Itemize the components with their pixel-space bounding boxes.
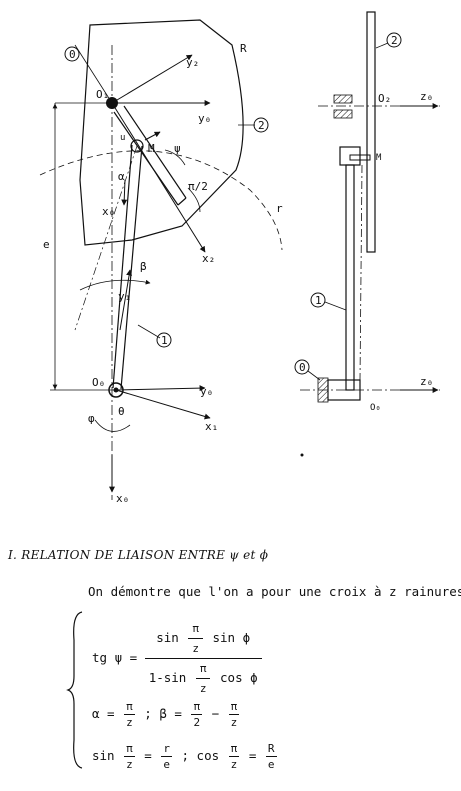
eq2-f1-d: z (126, 716, 133, 729)
label-alpha: α (118, 170, 125, 183)
pin-circle-arc (39, 150, 283, 251)
label-x2: x₂ (202, 252, 215, 265)
intro-sentence: On démontre que l'on a pour une croix à … (88, 584, 461, 599)
eq3-f2-d: e (163, 758, 170, 771)
label-body-0: 0 (69, 48, 76, 61)
label-beta: β (140, 260, 147, 273)
eq2-sep: ; (144, 706, 152, 721)
mechanism-figure: 0 1 2 R r e O₁ O₀ M y₂ y₀ x₂ x₀ y₁ y₀ x₁… (39, 11, 440, 505)
label-o1: O₁ (96, 88, 109, 101)
axis-y0-lower-arrow (115, 385, 206, 392)
eq2-f3-n: π (228, 700, 240, 715)
eq3-f1-n: π (124, 742, 135, 757)
eq3-eq2: = (248, 748, 257, 763)
eq2-f2-n: π (191, 700, 203, 715)
label-o0: O₀ (92, 376, 105, 389)
pivot-o1 (106, 97, 118, 109)
label-y0-lower: y₀ (200, 385, 213, 398)
eq1-den-pi: π (195, 662, 211, 679)
section-heading: I. RELATION DE LIAISON ENTRE ψ et ϕ (8, 548, 269, 562)
eq2-f3-d: z (230, 716, 238, 729)
eq2-f1-n: π (124, 700, 135, 715)
label-body-1: 1 (161, 334, 168, 347)
eq3-f4-n: R (265, 742, 277, 757)
eq3-f1-d: z (126, 758, 133, 771)
label-e: e (43, 238, 50, 251)
eq3-sin: sin (92, 748, 115, 763)
label-y2: y₂ (186, 56, 199, 69)
label-z0-lower: z₀ (420, 375, 433, 388)
eq1-num-sinphi: sin ϕ (212, 630, 251, 645)
eq3-f4-d: e (267, 758, 275, 771)
label-body-1-side: 1 (315, 294, 322, 307)
crank-edge-right (120, 145, 143, 390)
axis-x1-arrow (115, 389, 211, 420)
label-y0-upper: y₀ (198, 112, 211, 125)
label-body-2-side: 2 (391, 34, 398, 47)
eq3-f3-d: z (230, 758, 238, 771)
label-psi: ψ (174, 142, 181, 155)
eq1-den-sin: 1-sin (148, 670, 187, 685)
wheel-plate-side (366, 11, 376, 253)
label-m-side: M (376, 153, 382, 163)
upper-diagonal (74, 44, 113, 104)
eq1-den-z: z (199, 682, 207, 695)
system-brace (66, 611, 83, 769)
label-o0-side: O₀ (370, 403, 381, 413)
eq1-num-z: z (192, 642, 199, 655)
label-theta: θ (118, 405, 125, 418)
eq1-den-cosphi: cos ϕ (220, 670, 258, 685)
eq2-alpha: α = (92, 706, 115, 721)
eq3-f2-n: r (161, 742, 172, 757)
label-pi-over-2: π/2 (188, 180, 208, 193)
crank-edge-left (112, 144, 133, 389)
label-u: u (120, 133, 125, 143)
eq3-cos: cos (196, 748, 220, 763)
label-r: r (276, 202, 283, 215)
label-o2: O₂ (378, 92, 391, 105)
wheel-outline (79, 19, 244, 246)
label-body-0-side: 0 (299, 361, 306, 374)
pin-m (130, 139, 144, 153)
eq1-num-pi: π (188, 622, 203, 639)
eq1-num-sin: sin (156, 630, 179, 645)
label-body-2: 2 (258, 119, 265, 132)
label-phi: φ (88, 412, 95, 425)
label-m: M (148, 142, 155, 155)
eq2-minus: − (211, 706, 220, 721)
label-y1: y₁ (118, 290, 131, 303)
eq3-sep: ; (181, 748, 190, 763)
label-z0-upper: z₀ (420, 90, 433, 103)
eq2-beta: β = (159, 706, 182, 721)
label-x0-axis: x₀ (116, 492, 129, 505)
eq1-lhs: tg ψ = (92, 650, 138, 665)
axis-y2-arrow (111, 54, 193, 104)
eq3-eq: = (144, 748, 152, 763)
eq3-f3-n: π (228, 742, 240, 757)
label-x0-arm: x₀ (102, 205, 115, 218)
label-x1: x₁ (205, 420, 218, 433)
eq2-f2-d: 2 (193, 716, 201, 729)
label-R: R (240, 42, 247, 55)
line-m-lower (74, 145, 138, 331)
